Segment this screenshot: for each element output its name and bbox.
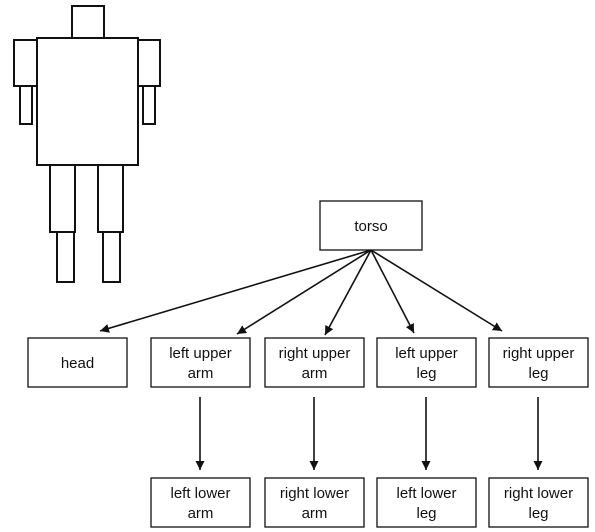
node-right-upper-arm-label-line2: arm (302, 365, 328, 382)
node-left-upper-arm-label-line1: left upper (169, 345, 232, 362)
node-left-lower-arm: left lower arm (150, 477, 251, 528)
node-left-upper-arm-label-line2: arm (188, 365, 214, 382)
node-right-upper-arm: right upper arm (264, 337, 365, 388)
robot-right-upper-arm (137, 39, 161, 87)
node-right-lower-leg-label-line1: right lower (504, 485, 573, 502)
node-right-lower-leg-label-line2: leg (528, 505, 548, 522)
edge-torso-to-lua (236, 249, 372, 335)
edge-torso-to-rua (324, 249, 372, 336)
node-right-lower-arm: right lower arm (264, 477, 365, 528)
robot-right-upper-leg (97, 164, 124, 233)
nodes: torso head left upper arm right upper ar… (27, 200, 589, 528)
node-right-lower-leg: right lower leg (488, 477, 589, 528)
node-torso: torso (319, 200, 423, 251)
edges (99, 249, 543, 470)
node-left-upper-leg: left upper leg (376, 337, 477, 388)
node-right-upper-arm-label-line1: right upper (279, 345, 351, 362)
robot-left-upper-leg (49, 164, 76, 233)
node-right-lower-arm-label-line2: arm (302, 505, 328, 522)
node-left-upper-leg-label-line2: leg (416, 365, 436, 382)
robot-head (71, 5, 105, 39)
node-left-lower-arm-label-line1: left lower (170, 485, 230, 502)
node-right-upper-leg-label-line1: right upper (503, 345, 575, 362)
node-head: head (27, 337, 128, 388)
robot-torso (36, 37, 139, 166)
edge-torso-to-head (99, 249, 372, 333)
edge-torso-to-lul (370, 249, 415, 334)
node-head-label: head (61, 355, 94, 372)
node-left-lower-leg: left lower leg (376, 477, 477, 528)
robot-figure (13, 5, 161, 283)
robot-left-upper-arm (13, 39, 38, 87)
node-left-upper-leg-label-line1: left upper (395, 345, 458, 362)
node-left-lower-leg-label-line1: left lower (396, 485, 456, 502)
node-right-upper-leg: right upper leg (488, 337, 589, 388)
node-torso-label: torso (354, 218, 387, 235)
node-right-upper-leg-label-line2: leg (528, 365, 548, 382)
node-left-lower-leg-label-line2: leg (416, 505, 436, 522)
edge-torso-to-rul (370, 249, 503, 332)
robot-left-lower-arm (19, 85, 33, 125)
robot-right-lower-arm (142, 85, 156, 125)
node-right-lower-arm-label-line1: right lower (280, 485, 349, 502)
robot-right-lower-leg (102, 231, 121, 283)
node-left-lower-arm-label-line2: arm (188, 505, 214, 522)
node-left-upper-arm: left upper arm (150, 337, 251, 388)
robot-left-lower-leg (56, 231, 75, 283)
